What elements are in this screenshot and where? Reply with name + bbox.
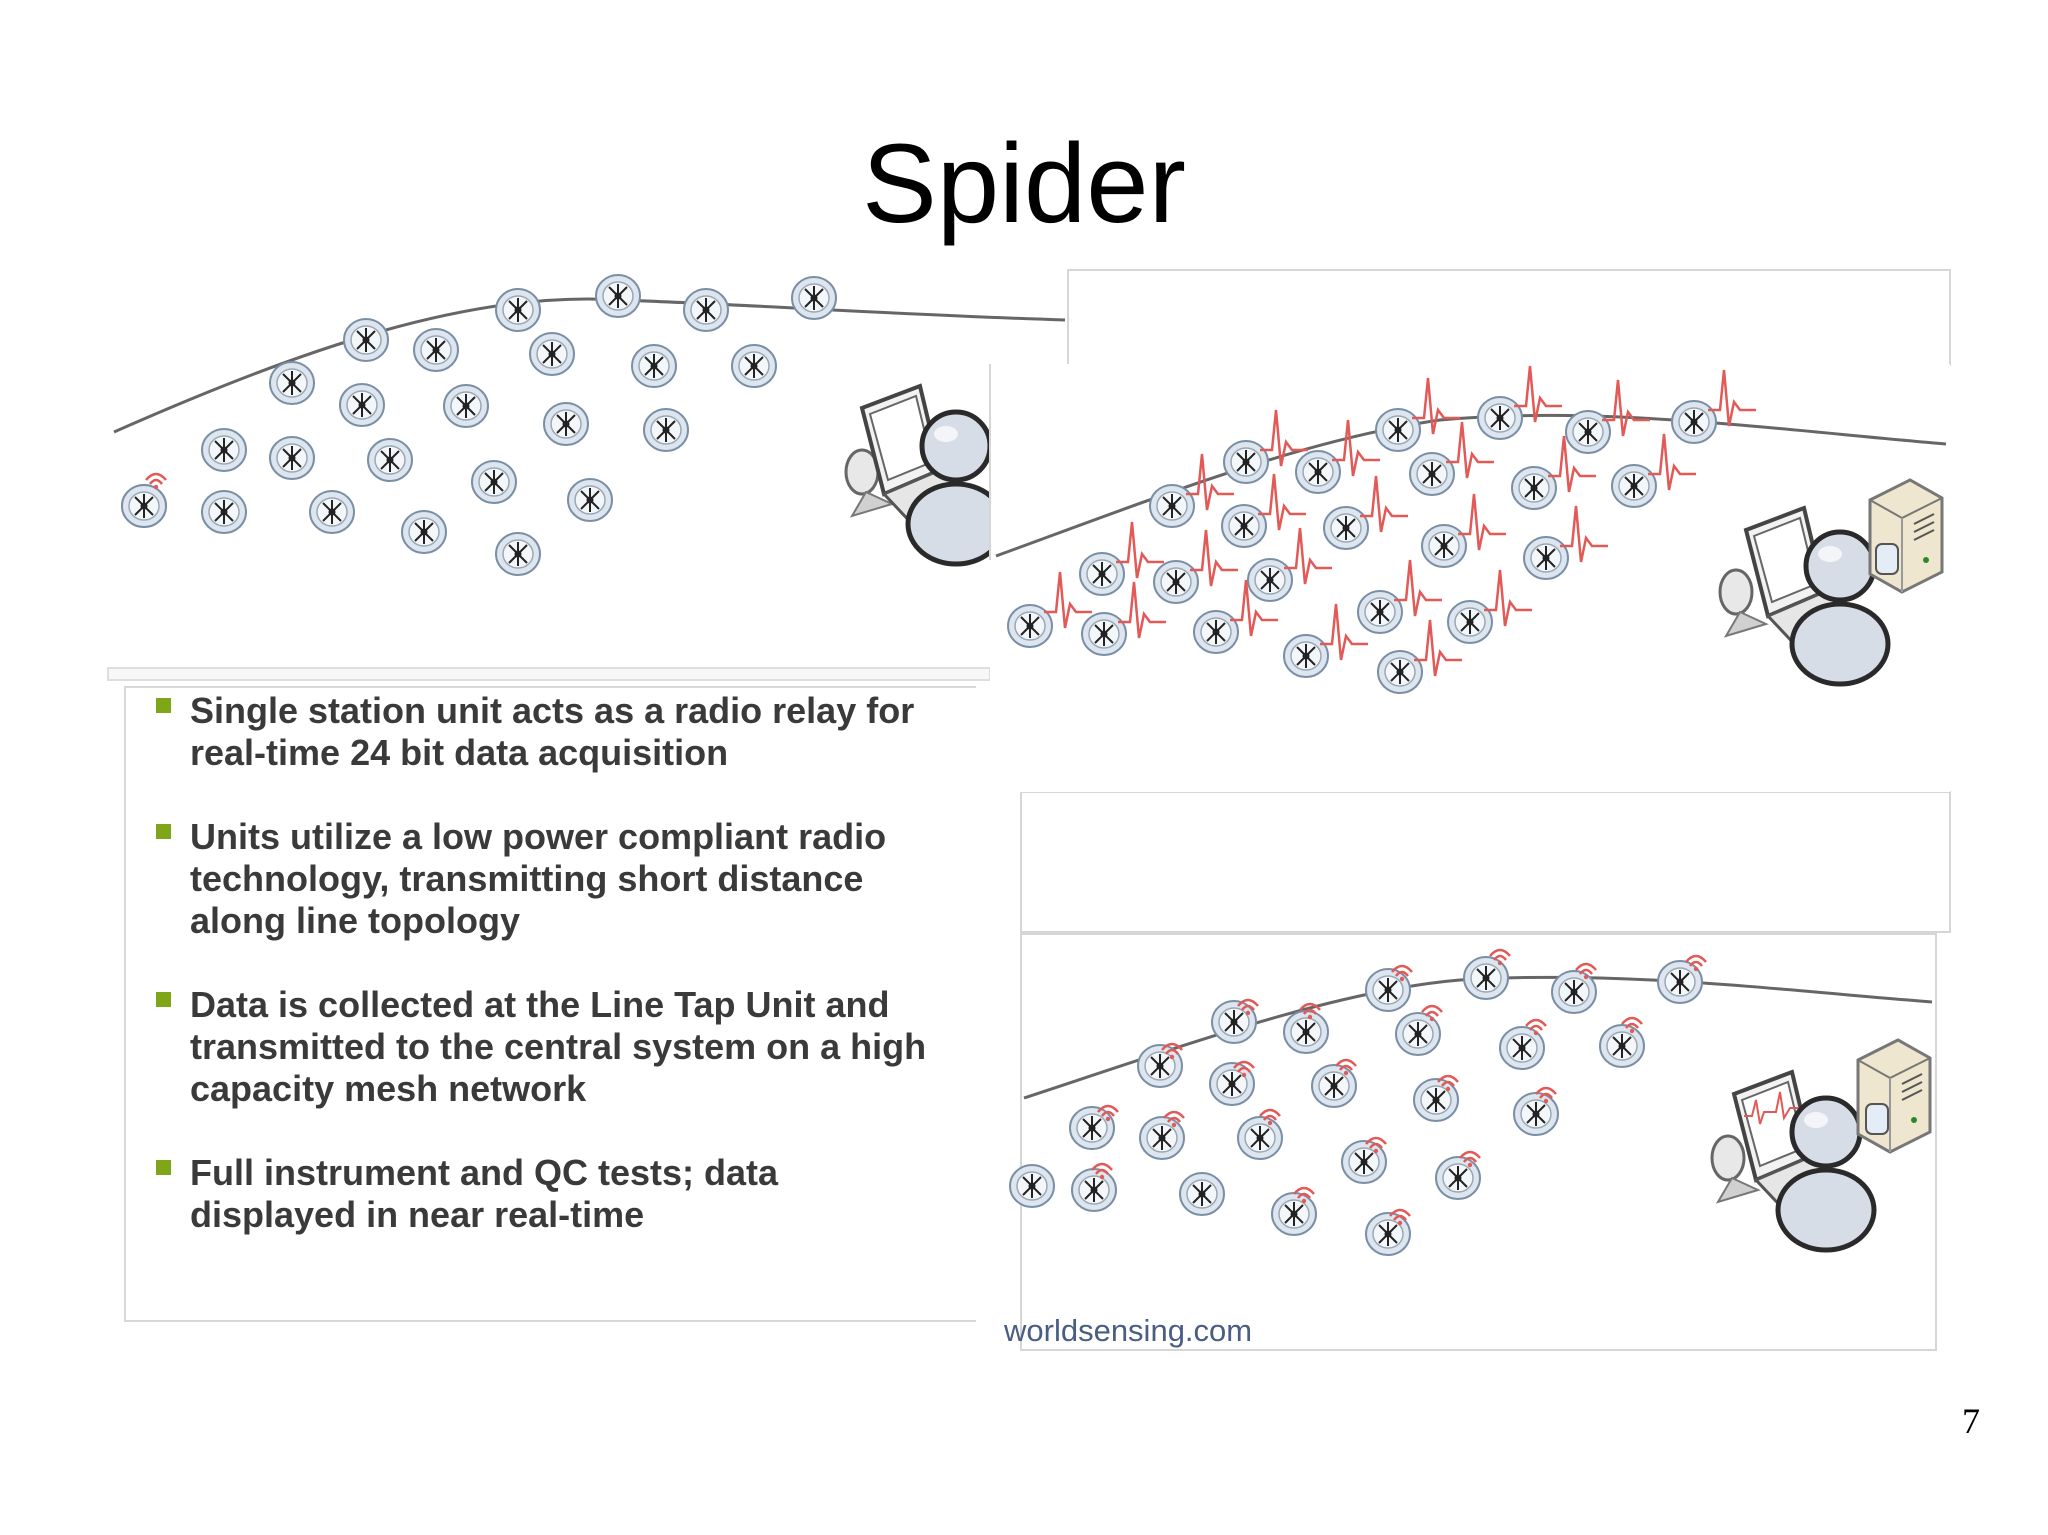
diagram-waveform-network: [995, 364, 1947, 694]
bullet-item: Data is collected at the Line Tap Unit a…: [156, 984, 996, 1110]
bullet-panel: [124, 686, 976, 1322]
bullet-line: along line topology: [190, 900, 520, 941]
bullet-marker-icon: [156, 698, 171, 713]
bullet-line: Full instrument and QC tests; data: [190, 1152, 779, 1193]
bullet-item: Units utilize a low power compliant radi…: [156, 816, 996, 942]
diagram-basic-network: [113, 274, 1066, 576]
bullet-line: Single station unit acts as a radio rela…: [190, 690, 915, 731]
storage-icon: [1875, 543, 1899, 575]
diagram-wireless-network: [1009, 948, 1933, 1256]
sensor-icon: [121, 274, 837, 576]
slide-title: Spider: [862, 121, 1186, 246]
server-icon: [1856, 1038, 1932, 1154]
bullet-line: Data is collected at the Line Tap Unit a…: [190, 984, 890, 1025]
bullet-item: Full instrument and QC tests; data displ…: [156, 1152, 996, 1236]
bullet-line: transmitted to the central system on a h…: [190, 1026, 927, 1067]
bullet-list: Single station unit acts as a radio rela…: [156, 690, 996, 1278]
bullet-line: technology, transmitting short distance: [190, 858, 864, 899]
bullet-line: displayed in near real-time: [190, 1194, 645, 1235]
bullet-marker-icon: [156, 992, 171, 1007]
server-icon: [1868, 478, 1944, 594]
storage-icon: [1865, 1103, 1889, 1135]
bullet-line: real-time 24 bit data acquisition: [190, 732, 729, 773]
page-number: 7: [1962, 1401, 1980, 1441]
brand-logo: worldsensing.com: [1004, 1313, 1253, 1348]
seismic-wave-icon: [1744, 1091, 1800, 1125]
bullet-line: capacity mesh network: [190, 1068, 587, 1109]
bullet-line: Units utilize a low power compliant radi…: [190, 816, 887, 857]
bullet-marker-icon: [156, 824, 171, 839]
bullet-marker-icon: [156, 1160, 171, 1175]
bullet-item: Single station unit acts as a radio rela…: [156, 690, 996, 774]
